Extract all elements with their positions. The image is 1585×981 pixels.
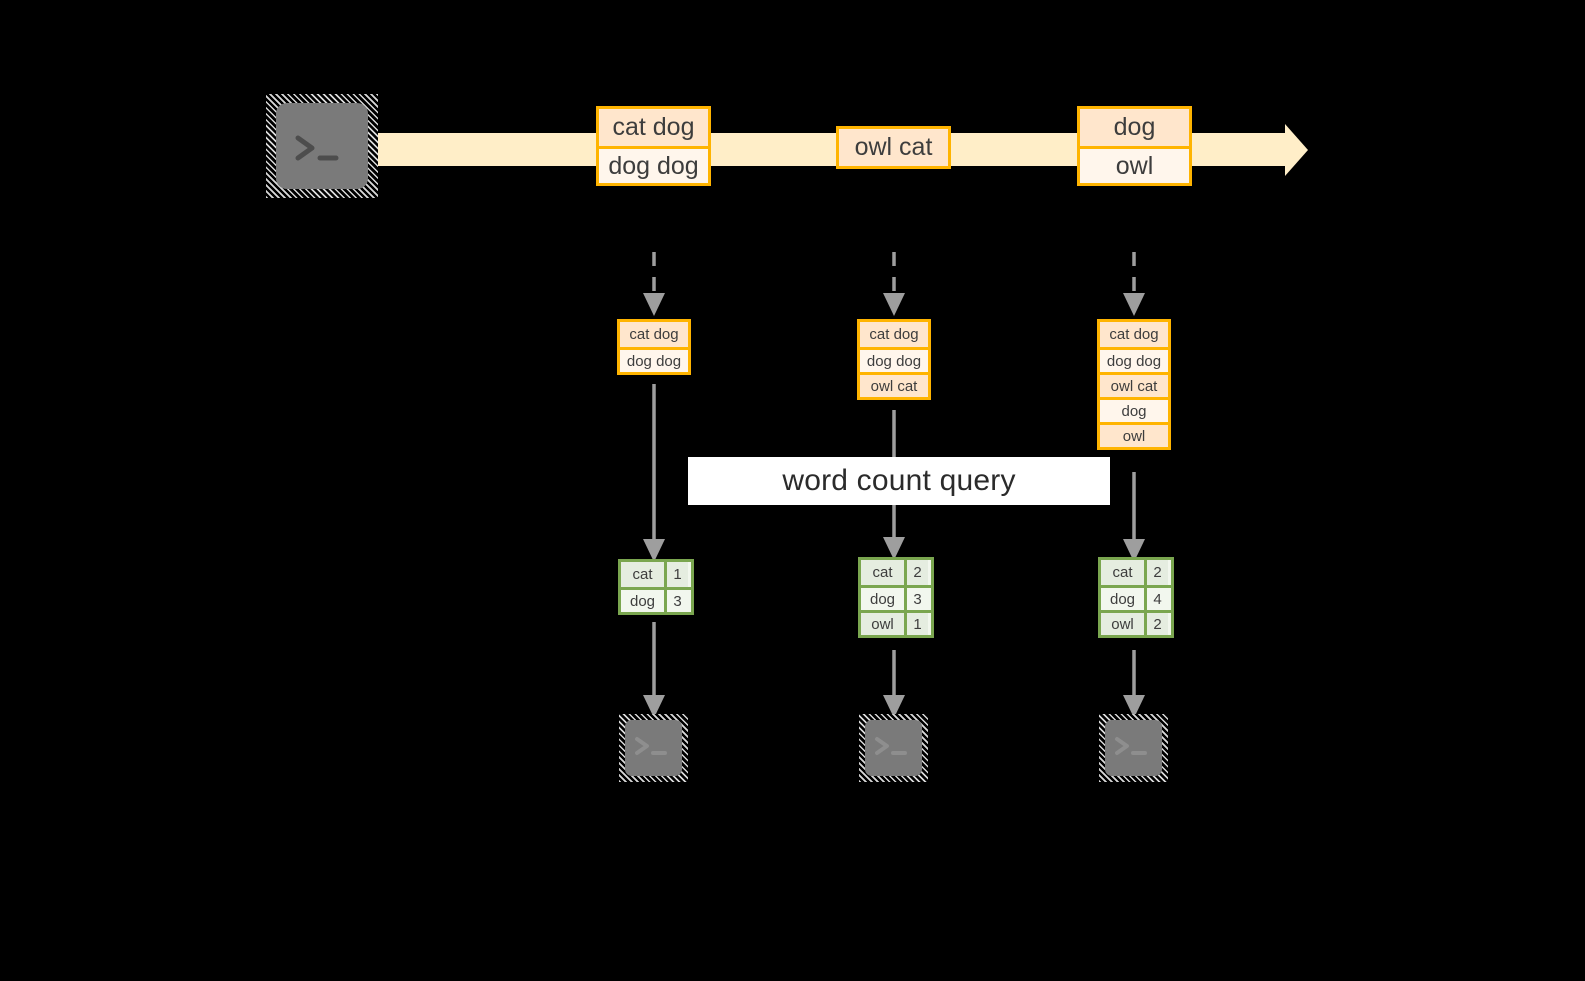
- stream-event-2[interactable]: owl cat: [836, 126, 951, 169]
- connector-stream-to-snapshot-2: [883, 252, 905, 316]
- prompt-glyph-icon: [1115, 737, 1147, 755]
- connector-stream-to-snapshot-3: [1123, 252, 1145, 316]
- table-row: cat 2: [861, 560, 931, 585]
- stream-event-1[interactable]: cat dog dog dog: [596, 106, 711, 186]
- result-3-count-1: 2: [1144, 560, 1168, 585]
- table-row: dog 3: [861, 585, 931, 610]
- result-3-count-2: 4: [1144, 588, 1168, 610]
- connector-result-1-to-sink-1: [643, 622, 665, 718]
- source-terminal-icon[interactable]: [266, 94, 378, 198]
- prompt-glyph-icon: [295, 135, 339, 161]
- stream-event-2-line-1: owl cat: [839, 129, 948, 166]
- connector-snapshot-3-to-result-3: [1123, 472, 1145, 562]
- result-table-2[interactable]: cat 2 dog 3 owl 1: [858, 557, 934, 638]
- result-2-word-2: dog: [861, 588, 904, 610]
- result-1-word-2: dog: [621, 590, 664, 612]
- table-row: dog 4: [1101, 585, 1171, 610]
- snapshot-3-record-1: cat dog: [1100, 322, 1168, 347]
- snapshot-1-records[interactable]: cat dog dog dog: [617, 319, 691, 375]
- table-row: cat 2: [1101, 560, 1171, 585]
- stream-event-1-line-2: dog dog: [599, 146, 708, 183]
- stream-event-3[interactable]: dog owl: [1077, 106, 1192, 186]
- result-table-1[interactable]: cat 1 dog 3: [618, 559, 694, 615]
- table-row: owl 2: [1101, 610, 1171, 635]
- connector-result-2-to-sink-2: [883, 650, 905, 718]
- result-table-3[interactable]: cat 2 dog 4 owl 2: [1098, 557, 1174, 638]
- stream-event-3-line-1: dog: [1080, 109, 1189, 146]
- result-1-word-1: cat: [621, 562, 664, 587]
- result-2-word-3: owl: [861, 613, 904, 635]
- query-banner-label: word count query: [782, 464, 1016, 497]
- snapshot-2-record-3: owl cat: [860, 372, 928, 397]
- table-row: cat 1: [621, 562, 691, 587]
- table-row: owl 1: [861, 610, 931, 635]
- result-3-word-1: cat: [1101, 560, 1144, 585]
- result-3-word-3: owl: [1101, 613, 1144, 635]
- prompt-glyph-icon: [635, 737, 667, 755]
- result-2-count-1: 2: [904, 560, 928, 585]
- snapshot-3-records[interactable]: cat dog dog dog owl cat dog owl: [1097, 319, 1171, 450]
- snapshot-2-record-2: dog dog: [860, 347, 928, 372]
- snapshot-1-record-2: dog dog: [620, 347, 688, 372]
- query-banner: word count query: [688, 457, 1110, 505]
- result-1-count-2: 3: [664, 590, 688, 612]
- connector-stream-to-snapshot-1: [643, 252, 665, 316]
- result-3-count-3: 2: [1144, 613, 1168, 635]
- snapshot-2-record-1: cat dog: [860, 322, 928, 347]
- snapshot-3-record-4: dog: [1100, 397, 1168, 422]
- result-2-count-3: 1: [904, 613, 928, 635]
- snapshot-3-record-2: dog dog: [1100, 347, 1168, 372]
- prompt-glyph-icon: [875, 737, 907, 755]
- sink-terminal-1-icon[interactable]: [619, 714, 688, 782]
- connector-result-3-to-sink-3: [1123, 650, 1145, 718]
- stream-event-3-line-2: owl: [1080, 146, 1189, 183]
- snapshot-3-record-5: owl: [1100, 422, 1168, 447]
- stream-event-1-line-1: cat dog: [599, 109, 708, 146]
- snapshot-1-record-1: cat dog: [620, 322, 688, 347]
- result-3-word-2: dog: [1101, 588, 1144, 610]
- snapshot-2-records[interactable]: cat dog dog dog owl cat: [857, 319, 931, 400]
- connector-snapshot-1-to-result-1: [643, 384, 665, 562]
- result-1-count-1: 1: [664, 562, 688, 587]
- table-row: dog 3: [621, 587, 691, 612]
- sink-terminal-2-icon[interactable]: [859, 714, 928, 782]
- sink-terminal-3-icon[interactable]: [1099, 714, 1168, 782]
- stream-arrowhead: [1285, 124, 1308, 176]
- result-2-word-1: cat: [861, 560, 904, 585]
- result-2-count-2: 3: [904, 588, 928, 610]
- snapshot-3-record-3: owl cat: [1100, 372, 1168, 397]
